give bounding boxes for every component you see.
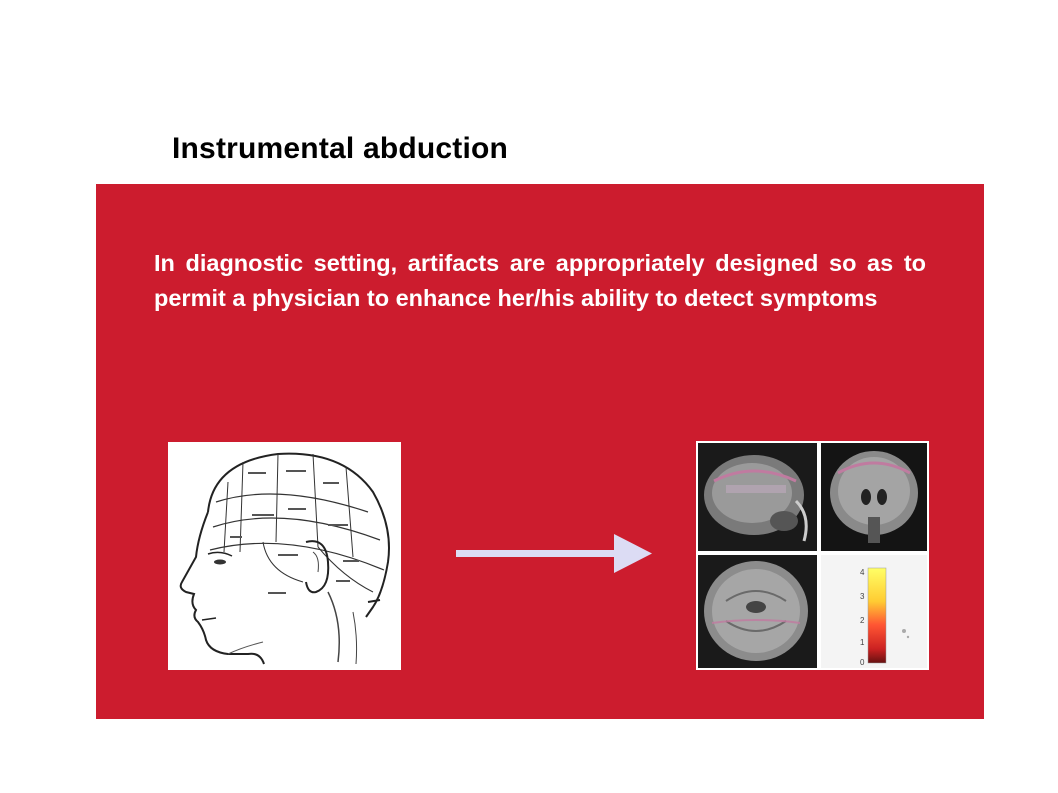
slide-title: Instrumental abduction (172, 132, 509, 165)
phrenology-head-drawing (168, 442, 401, 670)
scale-tick-2: 2 (860, 616, 865, 625)
phrenology-head-image (168, 442, 401, 670)
right-arrow-icon (456, 534, 652, 574)
mri-scans-drawing: 4 3 2 1 0 (696, 441, 929, 670)
body-text: In diagnostic setting, artifacts are app… (154, 250, 926, 311)
scale-tick-4: 4 (860, 568, 865, 577)
scale-tick-3: 3 (860, 592, 865, 601)
scale-tick-0: 0 (860, 658, 865, 667)
mri-scans-image: 4 3 2 1 0 (696, 441, 929, 670)
scale-tick-1: 1 (860, 638, 865, 647)
content-panel: In diagnostic setting, artifacts are app… (96, 184, 984, 719)
